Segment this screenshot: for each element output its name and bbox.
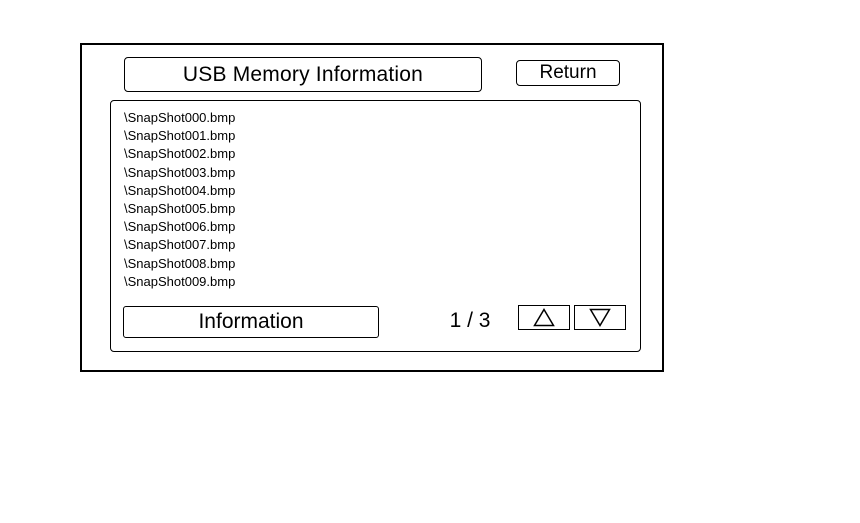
- file-list: \SnapShot000.bmp \SnapShot001.bmp \SnapS…: [124, 109, 235, 291]
- screen-title: USB Memory Information: [124, 57, 482, 92]
- scroll-down-button[interactable]: [574, 305, 626, 330]
- information-button[interactable]: Information: [123, 306, 379, 338]
- file-list-panel: \SnapShot000.bmp \SnapShot001.bmp \SnapS…: [110, 100, 641, 352]
- file-list-item[interactable]: \SnapShot002.bmp: [124, 146, 236, 162]
- file-list-item[interactable]: \SnapShot000.bmp: [124, 110, 236, 125]
- file-list-item[interactable]: \SnapShot005.bmp: [124, 200, 236, 216]
- information-button-label: Information: [198, 310, 304, 333]
- scroll-up-button[interactable]: [518, 305, 570, 330]
- return-button-label: Return: [539, 62, 597, 83]
- file-list-item[interactable]: \SnapShot009.bmp: [124, 273, 236, 289]
- return-button[interactable]: Return: [516, 60, 620, 86]
- file-list-item[interactable]: \SnapShot001.bmp: [124, 128, 236, 144]
- file-list-item[interactable]: \SnapShot007.bmp: [124, 237, 236, 253]
- page-indicator: 1 / 3: [449, 309, 491, 332]
- screen-title-text: USB Memory Information: [182, 62, 424, 86]
- triangle-up-outline-icon: [533, 308, 555, 327]
- file-list-item[interactable]: \SnapShot008.bmp: [124, 255, 236, 271]
- triangle-down-outline-icon: [589, 308, 611, 327]
- file-list-item[interactable]: \SnapShot004.bmp: [124, 182, 236, 198]
- usb-memory-information-screen: USB Memory Information Return \SnapShot0…: [80, 43, 664, 372]
- file-list-item[interactable]: \SnapShot003.bmp: [124, 164, 236, 180]
- file-list-item[interactable]: \SnapShot006.bmp: [124, 219, 236, 235]
